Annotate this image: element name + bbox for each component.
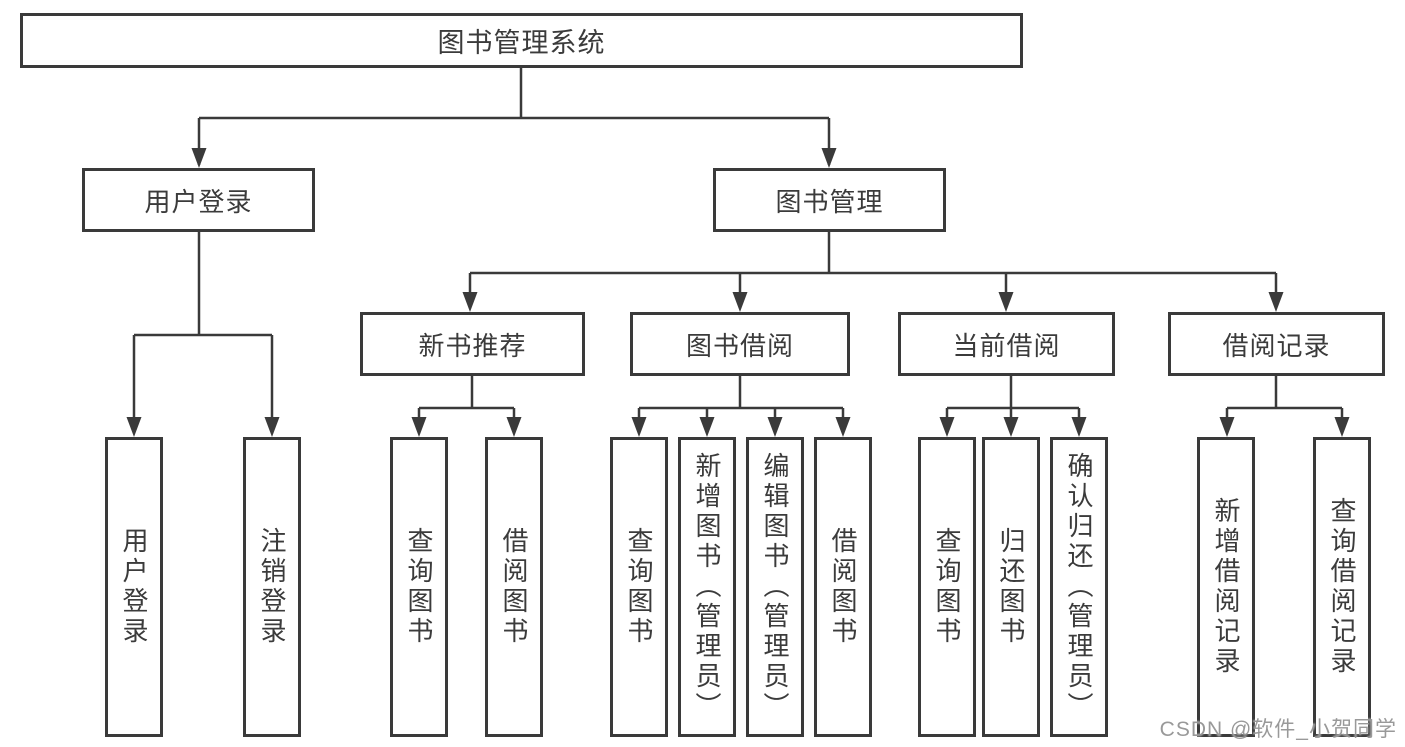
node-book-management-label: 图书管理 xyxy=(775,186,884,217)
leaf-query-books-current-label: 查询图书 xyxy=(932,527,962,647)
leaf-return-books: 归还图书 xyxy=(982,437,1040,737)
edges-user-login-to-children xyxy=(132,231,274,433)
node-new-book-recommend: 新书推荐 xyxy=(360,312,585,376)
leaf-query-books-current: 查询图书 xyxy=(918,437,976,737)
csdn-watermark: CSDN @软件_小贺同学 xyxy=(1159,718,1397,741)
leaf-user-login-label: 用户登录 xyxy=(119,527,149,647)
leaf-borrow-books-recommend: 借阅图书 xyxy=(485,437,543,737)
leaf-add-book-admin-label: 新增图书（管理员） xyxy=(692,452,722,722)
leaf-user-login: 用户登录 xyxy=(105,437,163,737)
leaf-confirm-return-admin: 确认归还（管理员） xyxy=(1050,437,1108,737)
node-root-label: 图书管理系统 xyxy=(437,28,606,58)
edges-root-to-level2 xyxy=(197,66,831,165)
node-current-borrow: 当前借阅 xyxy=(898,312,1115,376)
node-book-borrow-label: 图书借阅 xyxy=(685,330,794,361)
leaf-query-borrow-record: 查询借阅记录 xyxy=(1313,437,1371,737)
edges-new-book-recommend-children xyxy=(417,375,516,433)
leaf-add-borrow-record-label: 新增借阅记录 xyxy=(1211,497,1241,677)
leaf-edit-book-admin: 编辑图书（管理员） xyxy=(746,437,804,737)
node-borrow-records-label: 借阅记录 xyxy=(1222,330,1331,361)
node-borrow-records: 借阅记录 xyxy=(1168,312,1385,376)
node-user-login-label: 用户登录 xyxy=(144,186,253,217)
leaf-add-book-admin: 新增图书（管理员） xyxy=(678,437,736,737)
leaf-query-books-borrow: 查询图书 xyxy=(610,437,668,737)
leaf-query-books-recommend-label: 查询图书 xyxy=(404,527,434,647)
edges-book-management-to-modules xyxy=(468,231,1278,308)
node-new-book-recommend-label: 新书推荐 xyxy=(418,330,527,361)
node-current-borrow-label: 当前借阅 xyxy=(952,330,1061,361)
leaf-query-books-recommend: 查询图书 xyxy=(390,437,448,737)
leaf-logout-label: 注销登录 xyxy=(257,527,287,647)
leaf-borrow-books-label: 借阅图书 xyxy=(828,527,858,647)
arrowheads xyxy=(126,148,1350,437)
leaf-logout: 注销登录 xyxy=(243,437,301,737)
node-user-login: 用户登录 xyxy=(82,168,315,232)
leaf-add-borrow-record: 新增借阅记录 xyxy=(1197,437,1255,737)
leaf-return-books-label: 归还图书 xyxy=(996,527,1026,647)
node-book-management: 图书管理 xyxy=(713,168,946,232)
leaf-edit-book-admin-label: 编辑图书（管理员） xyxy=(760,452,790,722)
leaf-borrow-books: 借阅图书 xyxy=(814,437,872,737)
leaf-query-books-borrow-label: 查询图书 xyxy=(624,527,654,647)
node-book-borrow: 图书借阅 xyxy=(630,312,850,376)
leaf-borrow-books-recommend-label: 借阅图书 xyxy=(499,527,529,647)
leaf-query-borrow-record-label: 查询借阅记录 xyxy=(1327,497,1357,677)
edges-book-borrow-children xyxy=(637,375,845,433)
edges-borrow-records-children xyxy=(1225,375,1344,433)
leaf-confirm-return-admin-label: 确认归还（管理员） xyxy=(1064,452,1094,722)
node-root: 图书管理系统 xyxy=(20,13,1023,68)
